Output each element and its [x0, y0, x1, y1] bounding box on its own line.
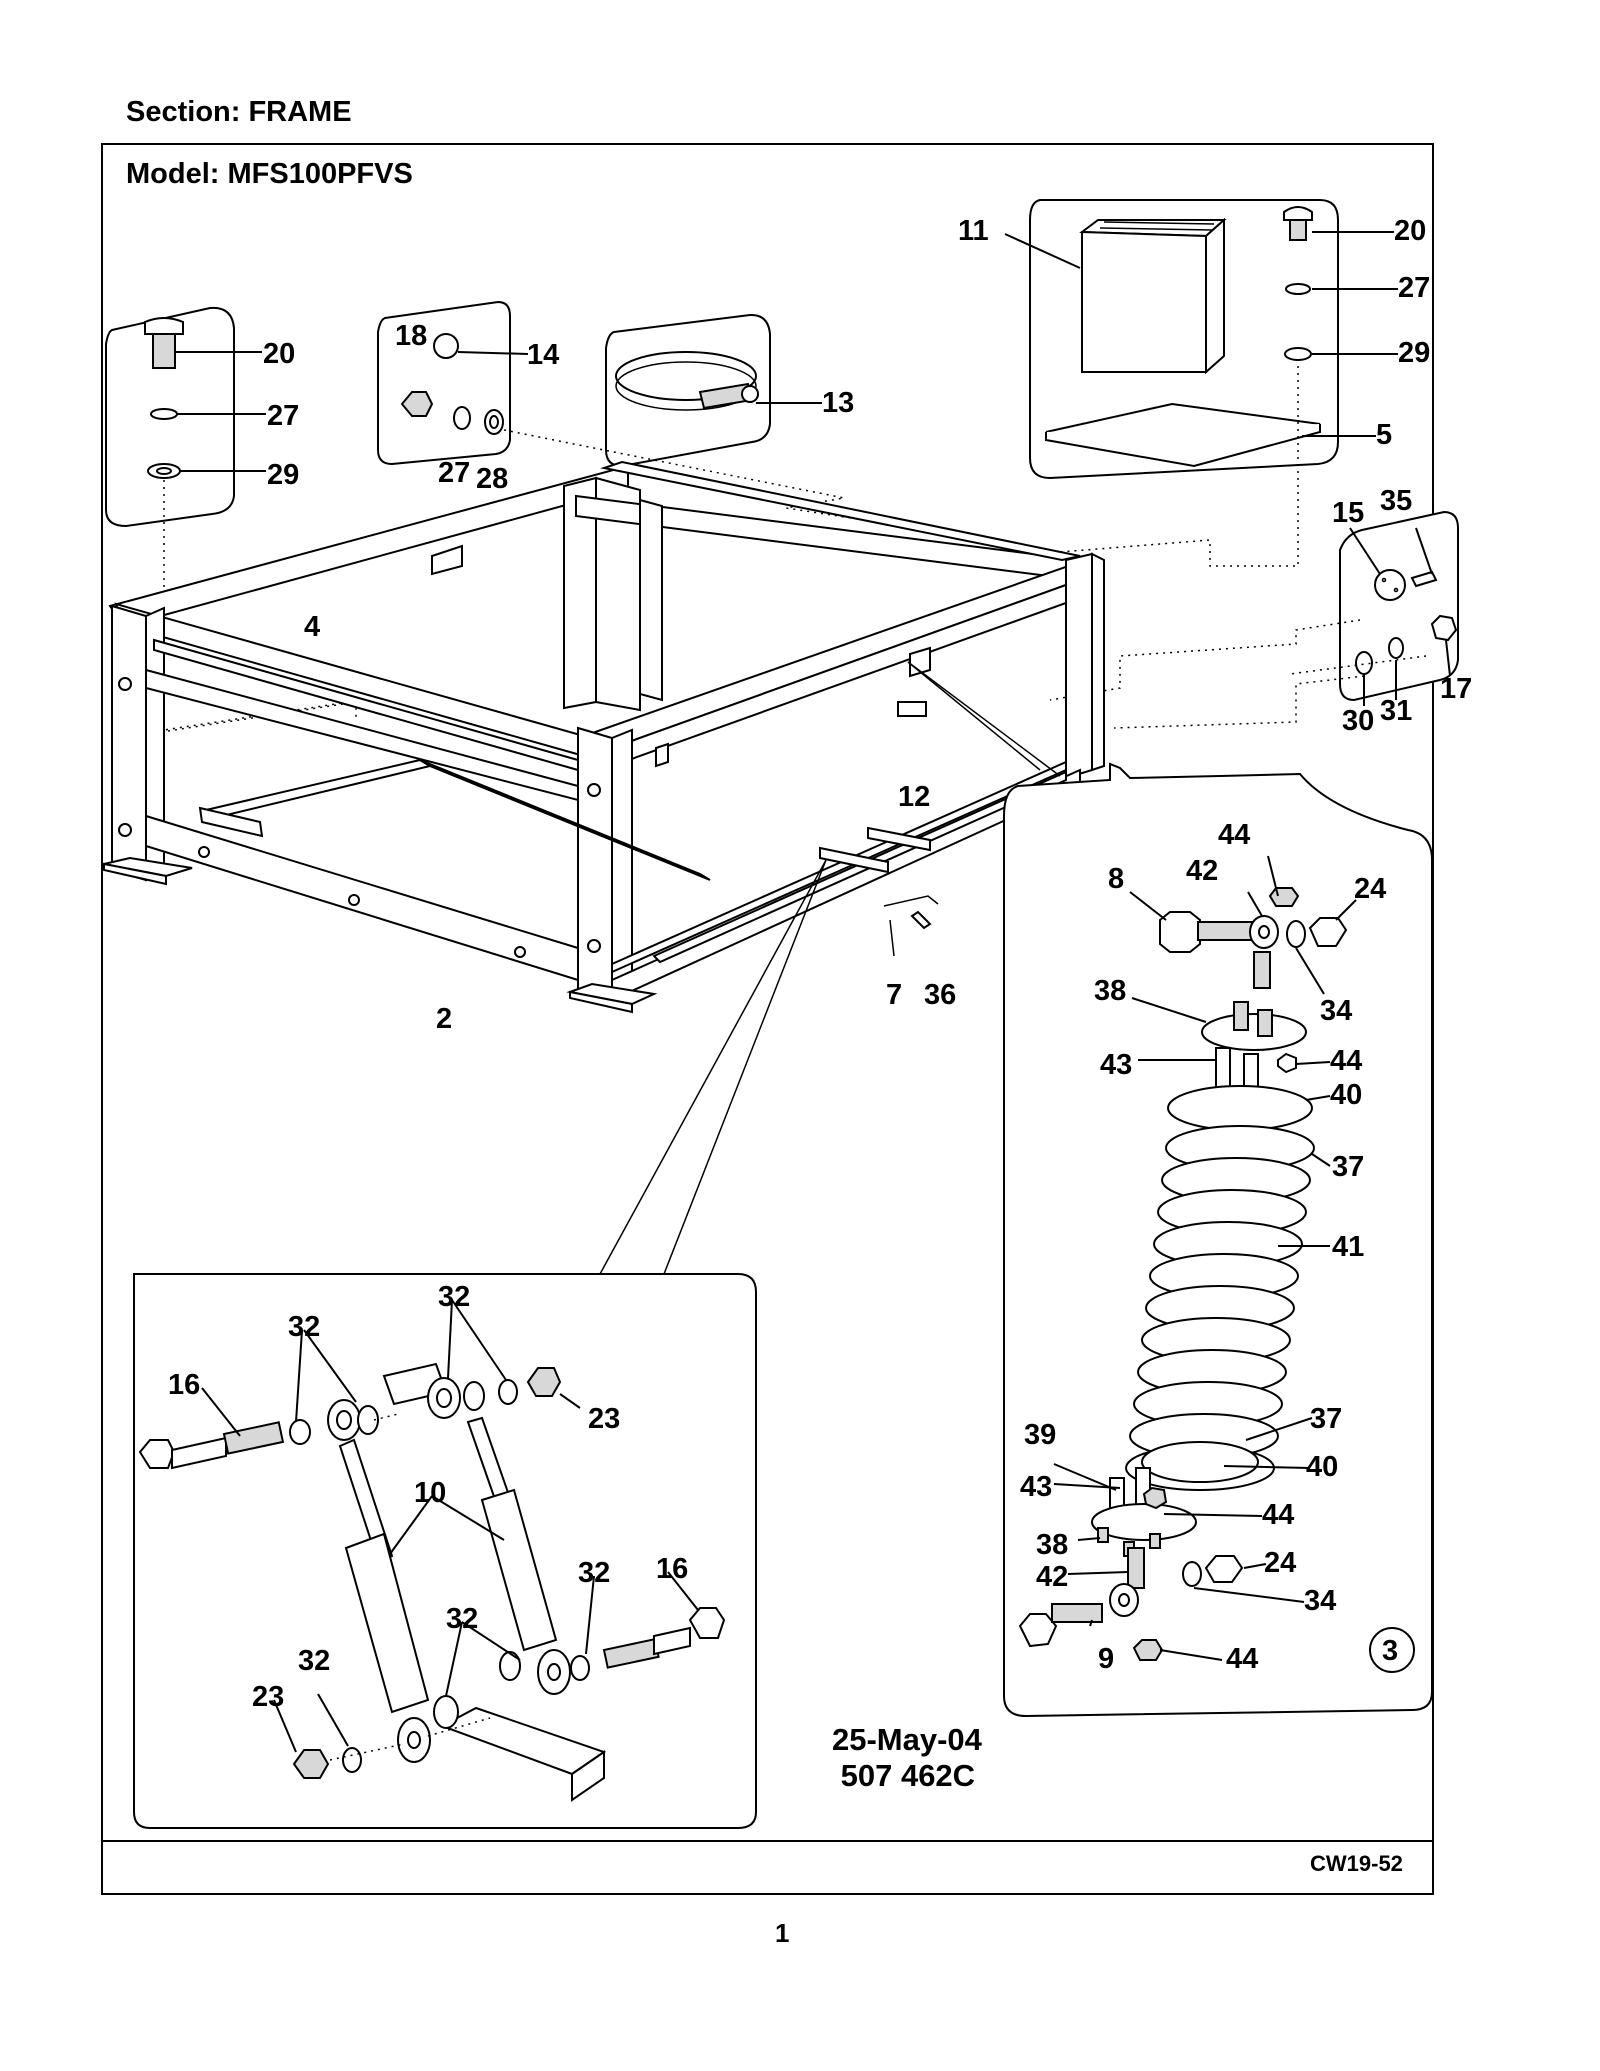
callout-labels: 20 27 29 18 14 27 28 13 11 20 27 29 5 15… — [168, 215, 1472, 1713]
callout-27c: 27 — [1398, 272, 1430, 304]
callout-34b: 34 — [1304, 1585, 1336, 1617]
callout-13: 13 — [822, 387, 854, 419]
revision-date: 25-May-04 — [832, 1722, 982, 1757]
callout-35: 35 — [1380, 485, 1412, 517]
callout-41: 41 — [1332, 1231, 1364, 1263]
callout-4: 4 — [304, 611, 320, 643]
callout-20b: 20 — [1394, 215, 1426, 247]
callout-2: 2 — [436, 1003, 452, 1035]
callout-32b: 32 — [438, 1281, 470, 1313]
callout-44c: 44 — [1262, 1499, 1294, 1531]
detail-spring-assembly — [1003, 762, 1433, 1718]
inset-hose-clamp — [605, 313, 822, 468]
callout-31: 31 — [1380, 695, 1412, 727]
callout-38b: 38 — [1036, 1529, 1068, 1561]
callout-27a: 27 — [267, 400, 299, 432]
callout-42b: 42 — [1036, 1561, 1068, 1593]
section-title: Section: FRAME — [126, 96, 352, 128]
callout-42a: 42 — [1186, 855, 1218, 887]
callout-38a: 38 — [1094, 975, 1126, 1007]
model-title: Model: MFS100PFVS — [126, 158, 413, 190]
callout-20a: 20 — [263, 338, 295, 370]
callout-39: 39 — [1024, 1419, 1056, 1451]
callout-14: 14 — [527, 339, 559, 371]
callout-9: 9 — [1098, 1643, 1114, 1675]
detail-3-marker: 3 — [1382, 1635, 1398, 1667]
callout-28: 28 — [476, 463, 508, 495]
inset-bolt-washers-left — [105, 306, 266, 528]
detail-leaders — [599, 661, 1061, 1275]
callout-32c: 32 — [578, 1557, 610, 1589]
main-frame — [103, 460, 1106, 1014]
callout-29b: 29 — [1398, 337, 1430, 369]
callout-30: 30 — [1342, 705, 1374, 737]
callout-24a: 24 — [1354, 873, 1386, 905]
callout-37a: 37 — [1332, 1151, 1364, 1183]
callout-10: 10 — [414, 1477, 446, 1509]
callout-32e: 32 — [298, 1645, 330, 1677]
callout-17: 17 — [1440, 673, 1472, 705]
callout-43b: 43 — [1020, 1471, 1052, 1503]
callout-15: 15 — [1332, 497, 1364, 529]
callout-5: 5 — [1376, 419, 1392, 451]
inset-control-box — [1004, 199, 1398, 480]
footer-divider — [101, 1840, 1434, 1842]
callout-32d: 32 — [446, 1603, 478, 1635]
inset-cover-plate — [1339, 510, 1459, 706]
callout-44d: 44 — [1226, 1643, 1258, 1675]
callout-27b: 27 — [438, 457, 470, 489]
callout-40b: 40 — [1306, 1451, 1338, 1483]
callout-7: 7 — [886, 979, 902, 1011]
callout-8: 8 — [1108, 863, 1124, 895]
callout-16b: 16 — [656, 1553, 688, 1585]
callout-23b: 23 — [252, 1681, 284, 1713]
page-number: 1 — [775, 1918, 790, 1948]
callout-16a: 16 — [168, 1369, 200, 1401]
callout-44b: 44 — [1330, 1045, 1362, 1077]
callout-32a: 32 — [288, 1311, 320, 1343]
callout-43a: 43 — [1100, 1049, 1132, 1081]
callout-24b: 24 — [1264, 1547, 1296, 1579]
inset-plug-washers — [377, 300, 529, 466]
callout-23a: 23 — [588, 1403, 620, 1435]
figure-code: CW19-52 — [1310, 1851, 1403, 1876]
detail-shock-absorbers — [133, 1273, 757, 1829]
callout-34a: 34 — [1320, 995, 1352, 1027]
callout-44a: 44 — [1218, 819, 1250, 851]
callout-11: 11 — [958, 215, 989, 247]
callout-29a: 29 — [267, 459, 299, 491]
drawing-number: 507 462C — [832, 1758, 976, 1793]
callout-40a: 40 — [1330, 1079, 1362, 1111]
revision-stamp: 25-May-04 507 462C — [832, 1722, 982, 1794]
callout-18: 18 — [395, 320, 427, 352]
callout-12: 12 — [898, 781, 930, 813]
callout-37b: 37 — [1310, 1403, 1342, 1435]
callout-36: 36 — [924, 979, 956, 1011]
